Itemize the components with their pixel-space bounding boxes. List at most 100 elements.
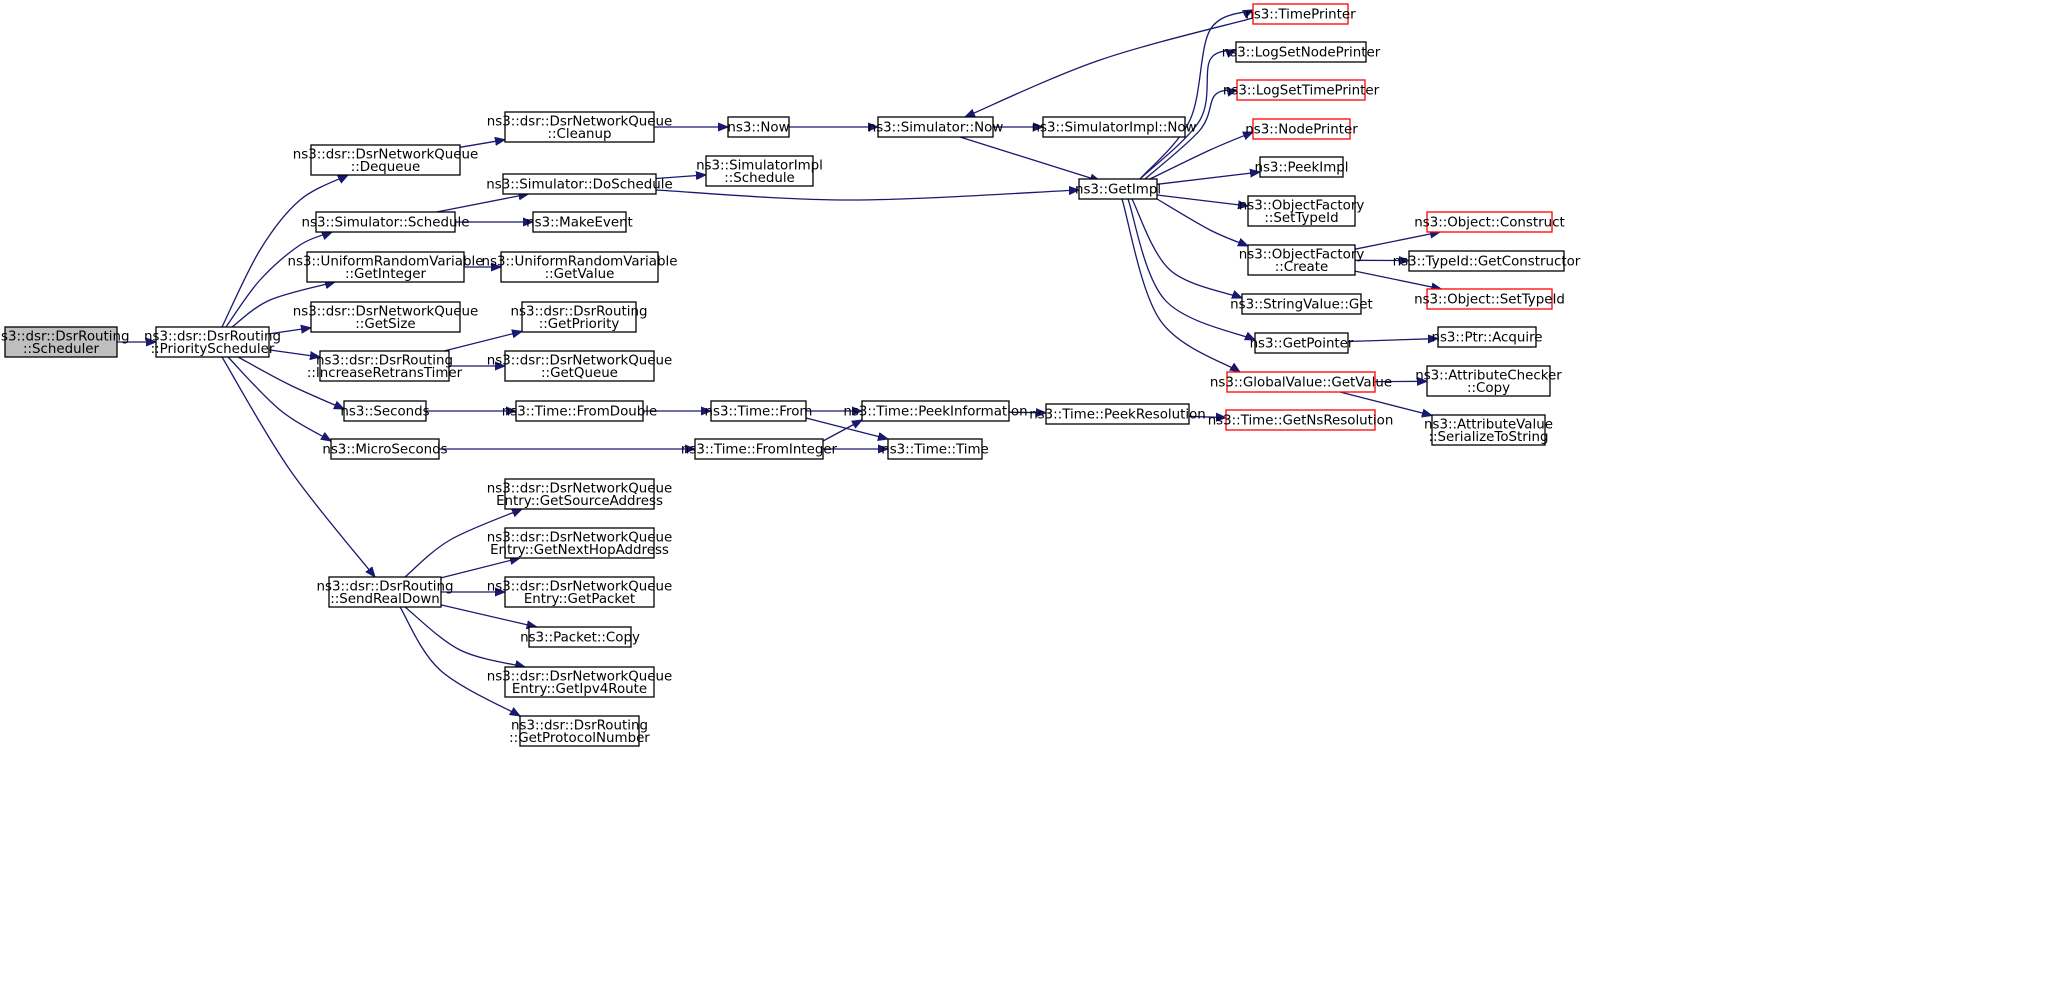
node-box[interactable] [528, 626, 632, 648]
node-box[interactable] [504, 350, 655, 382]
node-logsetnodeprinter[interactable]: ns3::LogSetNodePrinter [1222, 41, 1381, 63]
node-getimpl[interactable]: ns3::GetImpl [1075, 178, 1161, 200]
node-getsize[interactable]: ns3::dsr::DsrNetworkQueue::GetSize [293, 301, 478, 333]
node-box[interactable] [1241, 293, 1362, 315]
node-ofcreate[interactable]: ns3::ObjectFactory::Create [1239, 244, 1365, 276]
node-attrvalueserialize[interactable]: ns3::AttributeValue::SerializeToString [1424, 414, 1553, 446]
node-getinteger[interactable]: ns3::UniformRandomVariable::GetInteger [288, 251, 484, 283]
node-box[interactable] [1252, 3, 1349, 25]
node-box[interactable] [328, 576, 442, 608]
node-seconds[interactable]: ns3::Seconds [340, 400, 430, 422]
node-getpriority[interactable]: ns3::dsr::DsrRouting::GetPriority [511, 301, 648, 333]
node-box[interactable] [727, 116, 790, 138]
node-box[interactable] [861, 400, 1010, 422]
node-getvalue_urv[interactable]: ns3::UniformRandomVariable::GetValue [482, 251, 678, 283]
node-getconstructor[interactable]: ns3::TypeId::GetConstructor [1393, 250, 1581, 272]
node-box[interactable] [1408, 250, 1565, 272]
node-box[interactable] [1437, 326, 1537, 348]
node-timefrom[interactable]: ns3::Time::From [705, 400, 813, 422]
node-box[interactable] [504, 527, 655, 559]
node-box[interactable] [155, 326, 270, 358]
node-objconstruct[interactable]: ns3::Object::Construct [1414, 211, 1565, 233]
node-packetcopy[interactable]: ns3::Packet::Copy [520, 626, 640, 648]
node-box[interactable] [515, 400, 644, 422]
node-stringvalueget[interactable]: ns3::StringValue::Get [1230, 293, 1373, 315]
node-getpointer[interactable]: ns3::GetPointer [1250, 332, 1354, 354]
node-box[interactable] [315, 211, 456, 233]
node-box[interactable] [1426, 288, 1553, 310]
node-box[interactable] [1236, 79, 1366, 101]
node-box[interactable] [504, 576, 655, 608]
node-box[interactable] [310, 301, 461, 333]
node-getipv4route[interactable]: ns3::dsr::DsrNetworkQueueEntry::GetIpv4R… [487, 666, 672, 698]
node-globalvalueget[interactable]: ns3::GlobalValue::GetValue [1210, 371, 1392, 393]
node-box[interactable] [504, 478, 655, 510]
node-fromdouble[interactable]: ns3::Time::FromDouble [502, 400, 657, 422]
node-now[interactable]: ns3::Now [727, 116, 790, 138]
node-getnsresolution[interactable]: ns3::Time::GetNsResolution [1208, 409, 1394, 431]
node-box[interactable] [1252, 118, 1351, 140]
node-increase[interactable]: ns3::dsr::DsrRouting::IncreaseRetransTim… [307, 350, 463, 382]
node-nodeprinter[interactable]: ns3::NodePrinter [1245, 118, 1358, 140]
node-peekresolution[interactable]: ns3::Time::PeekResolution [1029, 403, 1206, 425]
node-box[interactable] [502, 173, 657, 195]
node-getpacket[interactable]: ns3::dsr::DsrNetworkQueueEntry::GetPacke… [487, 576, 672, 608]
node-box[interactable] [1426, 211, 1553, 233]
node-simimplnow[interactable]: ns3::SimulatorImpl::Now [1031, 116, 1197, 138]
node-box[interactable] [532, 211, 627, 233]
node-box[interactable] [710, 400, 807, 422]
node-timetime[interactable]: ns3::Time::Time [881, 438, 989, 460]
node-box[interactable] [521, 301, 637, 333]
node-box[interactable] [519, 715, 640, 747]
node-box[interactable] [306, 251, 465, 283]
node-getprotocol[interactable]: ns3::dsr::DsrRouting::GetProtocolNumber [509, 715, 650, 747]
node-peekimpl[interactable]: ns3::PeekImpl [1254, 156, 1349, 178]
node-simnow[interactable]: ns3::Simulator::Now [868, 116, 1004, 138]
node-box[interactable] [1259, 156, 1344, 178]
node-box[interactable] [504, 666, 655, 698]
node-settypeid_of[interactable]: ns3::ObjectFactory::SetTypeId [1239, 195, 1365, 227]
node-box[interactable] [1247, 195, 1356, 227]
node-simimplschedule[interactable]: ns3::SimulatorImpl::Schedule [696, 155, 823, 187]
node-sendrealdown[interactable]: ns3::dsr::DsrRouting::SendRealDown [317, 576, 454, 608]
node-box[interactable] [500, 251, 659, 283]
node-box[interactable] [1226, 371, 1376, 393]
node-objsettypeid[interactable]: ns3::Object::SetTypeId [1414, 288, 1565, 310]
node-logsettimeprinter[interactable]: ns3::LogSetTimePrinter [1223, 79, 1380, 101]
node-doschedule[interactable]: ns3::Simulator::DoSchedule [486, 173, 673, 195]
node-box[interactable] [877, 116, 994, 138]
node-box[interactable] [1247, 244, 1356, 276]
node-getqueue[interactable]: ns3::dsr::DsrNetworkQueue::GetQueue [487, 350, 672, 382]
node-frominteger[interactable]: ns3::Time::FromInteger [681, 438, 838, 460]
node-box[interactable] [504, 111, 655, 143]
node-box[interactable] [1431, 414, 1546, 446]
node-microseconds[interactable]: ns3::MicroSeconds [322, 438, 448, 460]
node-scheduler[interactable]: ns3::dsr::DsrRouting::Scheduler [0, 326, 129, 358]
node-box[interactable] [1225, 409, 1376, 431]
node-box[interactable] [1078, 178, 1158, 200]
node-timeprinter[interactable]: ns3::TimePrinter [1245, 3, 1356, 25]
node-schedule[interactable]: ns3::Simulator::Schedule [302, 211, 470, 233]
node-box[interactable] [319, 350, 450, 382]
node-box[interactable] [310, 144, 461, 176]
node-box[interactable] [1042, 116, 1186, 138]
node-peekinfo[interactable]: ns3::Time::PeekInformation [843, 400, 1028, 422]
node-box[interactable] [1254, 332, 1349, 354]
node-box[interactable] [1045, 403, 1190, 425]
node-box[interactable] [1426, 365, 1551, 397]
node-box[interactable] [887, 438, 983, 460]
node-dequeue[interactable]: ns3::dsr::DsrNetworkQueue::Dequeue [293, 144, 478, 176]
node-getsourceaddress[interactable]: ns3::dsr::DsrNetworkQueueEntry::GetSourc… [487, 478, 672, 510]
node-priority[interactable]: ns3::dsr::DsrRouting::PriorityScheduler [144, 326, 281, 358]
node-box[interactable] [4, 326, 118, 358]
node-cleanup[interactable]: ns3::dsr::DsrNetworkQueue::Cleanup [487, 111, 672, 143]
node-getnexthop[interactable]: ns3::dsr::DsrNetworkQueueEntry::GetNextH… [487, 527, 672, 559]
node-attrcheckercopy[interactable]: ns3::AttributeChecker::Copy [1415, 365, 1562, 397]
node-ptracquire[interactable]: ns3::Ptr::Acquire [1431, 326, 1543, 348]
node-makeevent[interactable]: ns3::MakeEvent [526, 211, 633, 233]
node-box[interactable] [705, 155, 814, 187]
node-box[interactable] [694, 438, 824, 460]
node-box[interactable] [343, 400, 427, 422]
node-box[interactable] [330, 438, 440, 460]
node-box[interactable] [1235, 41, 1367, 63]
